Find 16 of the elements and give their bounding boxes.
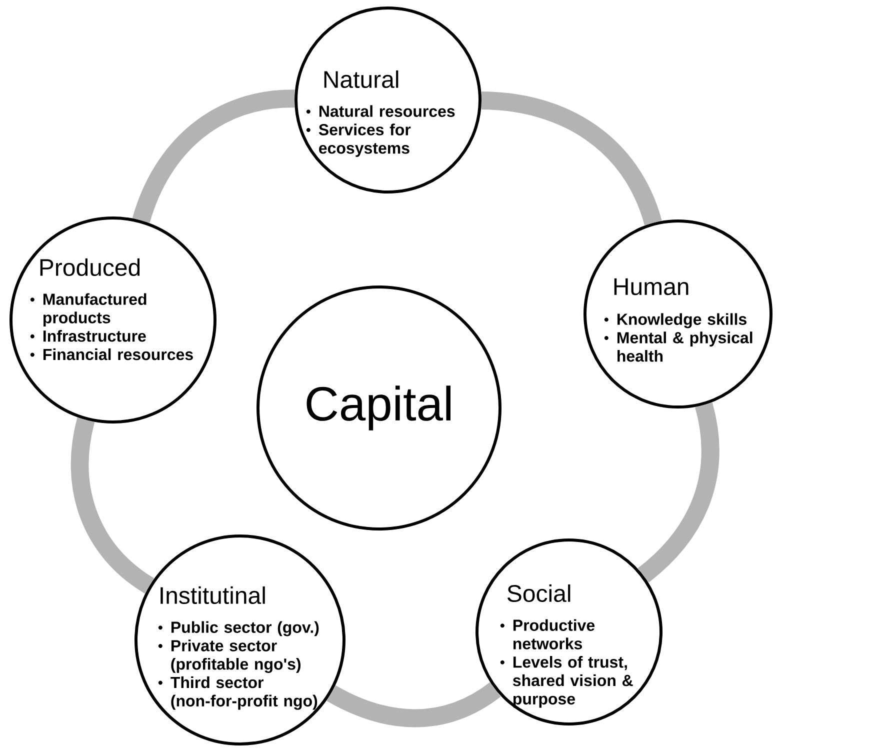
- circle-heading: Human: [614, 278, 688, 296]
- circle-heading: Produced: [40, 258, 140, 276]
- circle-heading: Institutinal: [160, 586, 265, 604]
- bullet-list: Manufactured products Infrastructure Financial resources: [30, 293, 193, 360]
- ring-segment: [481, 91, 662, 226]
- ring-segment: [132, 90, 295, 224]
- bullet-list: Public sector (gov.) Private sector (profitable ngo's) Third sector (non-for-profit ngo): [158, 621, 319, 710]
- ring-segment: [326, 682, 500, 728]
- bullet-list: Natural resources Services for ecosystems: [306, 105, 455, 157]
- center-label: Capital: [306, 386, 450, 430]
- bullet-list: Knowledge skills Mental & physical health: [604, 313, 752, 362]
- circle-heading: Social: [508, 584, 570, 602]
- bullet-list: Productive networks Levels of trust, shared vision & purpose: [500, 619, 633, 708]
- circle-heading: Natural: [324, 70, 398, 88]
- ring-segment: [638, 402, 720, 582]
- ring-segment: [70, 418, 154, 594]
